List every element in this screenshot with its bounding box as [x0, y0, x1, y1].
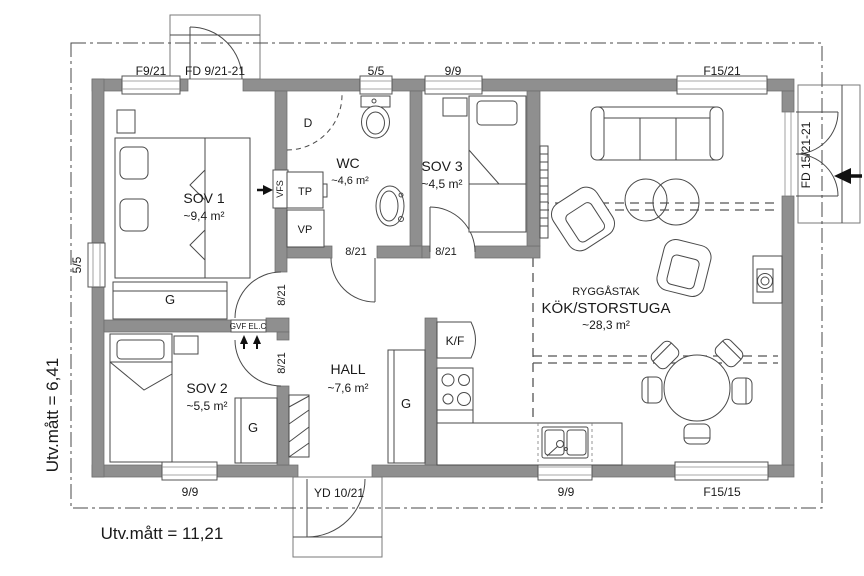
coffee-tables [624, 178, 700, 226]
hall-wardrobe [387, 349, 426, 464]
sov1-nightstand [116, 109, 136, 134]
sov3-bed [442, 95, 527, 233]
window-f15-21 [676, 75, 768, 95]
sov2-nightstand [173, 335, 199, 355]
label-room-hall: HALL [330, 361, 365, 377]
wc-laundry-tower [286, 171, 328, 209]
label-door-sov3-8-21: 8/21 [435, 246, 456, 258]
wc-sink [375, 185, 405, 227]
label-gvf-elc: GVF EL.C [230, 322, 267, 331]
kitchen-stove [436, 367, 474, 411]
kitchen-counter [436, 409, 623, 466]
kitchen-sink [541, 426, 589, 459]
label-room-sov3-area: ~4,5 m² [421, 177, 462, 191]
label-window-9-9-top: 9/9 [445, 64, 462, 78]
right-deck-porch [797, 84, 861, 224]
wc-toilet [360, 95, 391, 139]
label-room-wc-area: ~4,6 m² [331, 175, 369, 187]
dining-set [641, 338, 753, 445]
window-5-5-top [359, 75, 393, 95]
label-room-sov2-area: ~5,5 m² [186, 399, 227, 413]
bottom-entrance-porch [292, 476, 383, 558]
label-vfs: VFS [275, 180, 285, 198]
window-5-5-left [87, 242, 106, 288]
label-fridge-freezer: K/F [446, 334, 465, 348]
label-room-sov1-area: ~9,4 m² [183, 209, 224, 223]
shower-curtain-arc [286, 94, 343, 151]
door-yd10-21-swing [306, 478, 366, 538]
label-wardrobe-sov1: G [165, 292, 175, 307]
label-window-9-9-bottom-kitchen: 9/9 [558, 485, 575, 499]
label-exterior-height: Utv.mått = 6,41 [43, 358, 62, 472]
dining-table [663, 354, 731, 422]
fireplace [752, 255, 783, 304]
label-shower: D [304, 116, 313, 130]
entry-arrow [834, 168, 862, 184]
label-room-sov1: SOV 1 [183, 190, 224, 206]
gvf-arrows [240, 335, 261, 349]
sofa [590, 106, 724, 161]
label-vp: VP [298, 224, 313, 236]
label-window-f9-21: F9/21 [136, 64, 167, 78]
door-wc-swing [330, 257, 376, 303]
label-door-sov2-8-21: 8/21 [276, 352, 288, 373]
label-ceiling-note: RYGGÅSTAK [572, 285, 640, 298]
wall-radiator [539, 145, 549, 239]
label-window-5-5-top: 5/5 [368, 64, 385, 78]
label-room-storstuga: KÖK/STORSTUGA [542, 299, 671, 317]
door-sov2-swing [234, 339, 282, 387]
label-wardrobe-sov2: G [248, 420, 258, 435]
labels: F9/21 FD 9/21-21 5/5 9/9 F15/21 9/9 YD 1… [43, 64, 813, 543]
door-fd15-21-21-swing [784, 111, 839, 197]
label-door-fd15-21-21: FD 15/21-21 [799, 121, 813, 188]
exterior-walls [91, 78, 795, 478]
label-exterior-width: Utv.mått = 11,21 [101, 524, 224, 543]
armchair-1 [550, 186, 616, 252]
label-door-fd9-21-21: FD 9/21-21 [185, 64, 245, 78]
hall-coat-rack [288, 394, 310, 458]
sov1-bed [114, 137, 251, 279]
label-door-yd10-21: YD 10/21 [314, 486, 364, 500]
label-wardrobe-hall: G [401, 396, 411, 411]
sov2-bed [109, 333, 173, 463]
site-boundary-line [70, 42, 823, 509]
label-window-9-9-bottom-left: 9/9 [182, 485, 199, 499]
label-room-hall-area: ~7,6 m² [327, 381, 368, 395]
label-room-wc: WC [336, 155, 359, 171]
sov2-wardrobe [234, 397, 278, 464]
door-fd9-21-21-swing [189, 26, 243, 80]
armchair-2 [656, 239, 712, 297]
label-window-f15-15: F15/15 [703, 485, 741, 499]
sov1-wardrobe [112, 281, 228, 320]
window-9-9-top [424, 75, 483, 95]
label-door-sov1-8-21: 8/21 [276, 284, 288, 305]
window-f9-21 [121, 75, 181, 95]
label-window-f15-21: F15/21 [703, 64, 741, 78]
door-sov3-swing [429, 206, 476, 253]
window-f15-15 [674, 461, 769, 481]
door-sov1-swing [234, 271, 282, 319]
vfs-arrow [257, 185, 273, 195]
gvf-el-central-panel [230, 319, 267, 333]
wc-heat-pump-unit [286, 209, 325, 248]
label-room-sov2: SOV 2 [186, 380, 227, 396]
interior-walls [103, 90, 541, 466]
label-room-sov3: SOV 3 [421, 158, 462, 174]
label-room-storstuga-area: ~28,3 m² [582, 318, 630, 332]
kitchen-fridge-freezer [436, 321, 476, 359]
label-tp: TP [298, 186, 312, 198]
window-9-9-bottom-left [161, 461, 218, 481]
label-window-5-5-left: 5/5 [70, 256, 84, 273]
label-door-wc-8-21: 8/21 [345, 246, 366, 258]
top-entrance-porch [169, 14, 261, 80]
